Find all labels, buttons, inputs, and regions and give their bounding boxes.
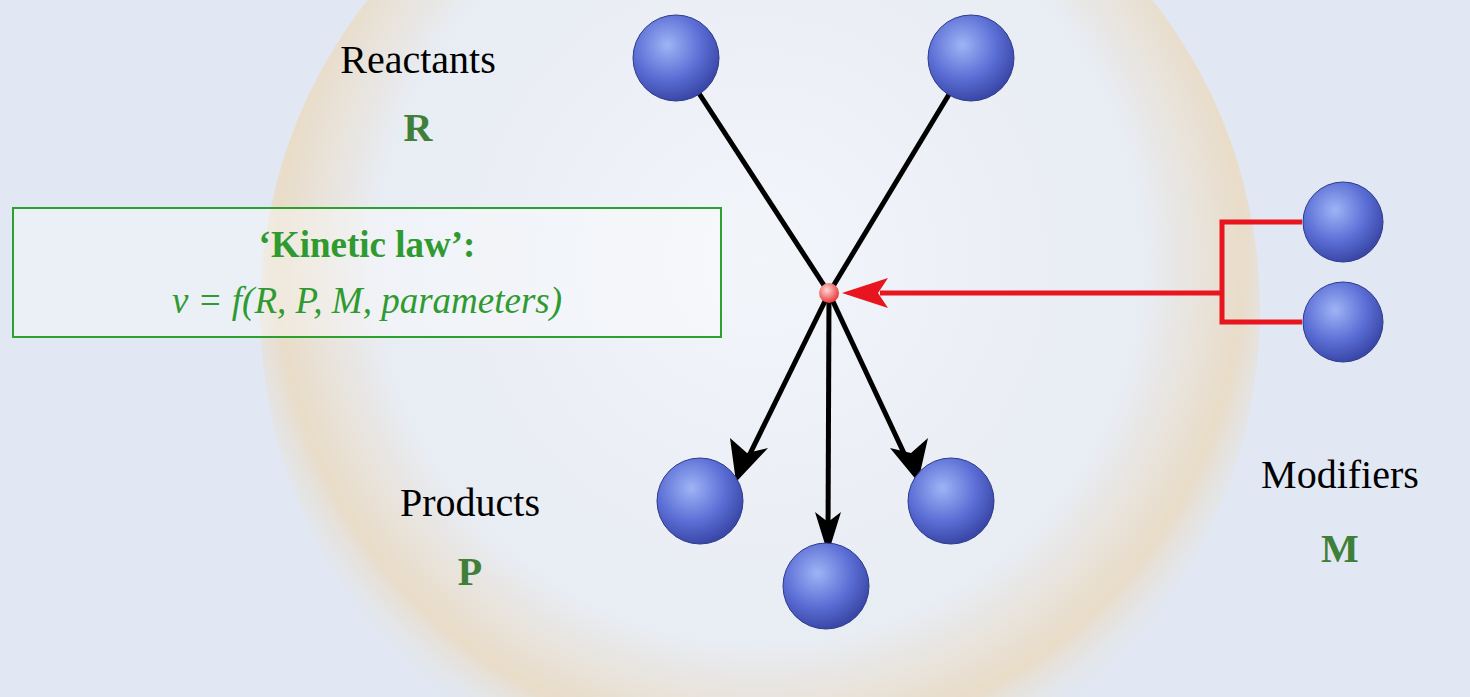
group-label: Products xyxy=(400,481,540,525)
group-label: Reactants xyxy=(340,38,496,82)
box-heading: ‘Kinetic law’: xyxy=(28,217,706,273)
group-label: Modifiers xyxy=(1261,453,1419,497)
group-symbol: R xyxy=(404,106,433,150)
kinetic-law-box: ‘Kinetic law’:v = f(R, P, M, parameters) xyxy=(12,207,722,338)
group-symbol: P xyxy=(458,550,482,594)
rate-formula: v = f(R, P, M, parameters) xyxy=(28,273,706,329)
group-symbol: M xyxy=(1321,527,1359,571)
